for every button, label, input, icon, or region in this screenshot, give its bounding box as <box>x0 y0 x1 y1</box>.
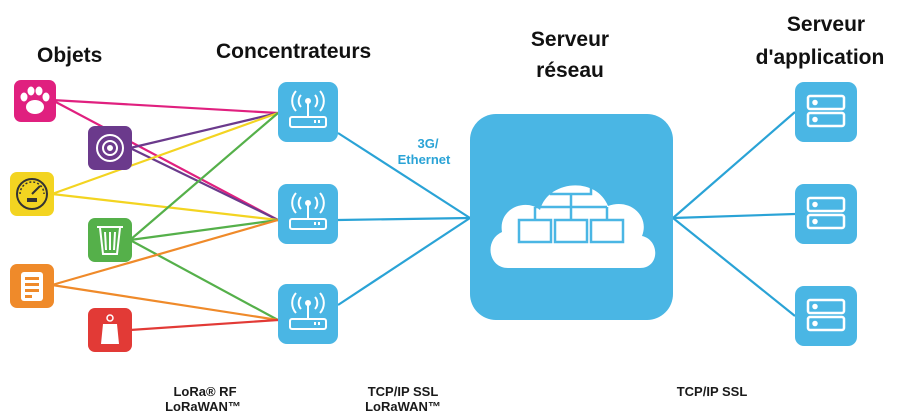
gateway-3 <box>278 284 338 344</box>
app-server-header-line1: Serveur <box>787 13 865 36</box>
gateway-2 <box>278 184 338 244</box>
alarm-tag-icon <box>101 314 119 344</box>
app-server-2 <box>795 184 857 244</box>
gateways-header: Concentrateurs <box>216 40 371 63</box>
smoke-detector-device <box>88 126 132 170</box>
paw-icon <box>20 86 50 114</box>
link-label-line1: 3G/ <box>418 136 439 151</box>
object-gateway-links <box>51 98 279 332</box>
network-server <box>470 114 673 320</box>
link-label-line2: Ethernet <box>398 152 451 167</box>
backhaul-protocol-label-line2: LoRaWAN™ <box>365 399 441 414</box>
parking-icon <box>21 272 43 301</box>
network-app-links <box>672 111 796 317</box>
application-protocol-label: TCP/IP SSL <box>677 384 748 399</box>
network-topology-icon <box>517 172 625 244</box>
trash-bin-device <box>88 218 132 262</box>
antenna-icon <box>289 292 327 330</box>
trash-icon <box>97 226 123 255</box>
network-server-header-line2: réseau <box>536 59 604 82</box>
backhaul-protocol-label-line1: TCP/IP SSL <box>368 384 439 399</box>
server-icon <box>806 196 846 230</box>
pet-tracker-device <box>14 80 56 122</box>
gateway-network-links <box>337 132 471 306</box>
alarm-device <box>88 308 132 352</box>
smoke-detector-icon <box>96 134 124 162</box>
cloud-icon <box>490 185 656 268</box>
antenna-icon <box>289 192 327 230</box>
meter-device <box>10 172 54 216</box>
objects-header: Objets <box>37 44 102 67</box>
gateway-1 <box>278 82 338 142</box>
gauge-icon <box>16 178 48 210</box>
network-server-header-line1: Serveur <box>531 28 609 51</box>
app-server-header-line2: d'application <box>756 46 885 69</box>
antenna-icon <box>289 90 327 128</box>
radio-protocol-label-line1: LoRa® RF <box>173 384 236 399</box>
parking-sensor-device <box>10 264 54 308</box>
app-server-3 <box>795 286 857 346</box>
radio-protocol-label-line2: LoRaWAN™ <box>165 399 241 414</box>
server-icon <box>806 298 846 332</box>
app-server-1 <box>795 82 857 142</box>
server-icon <box>806 94 846 128</box>
